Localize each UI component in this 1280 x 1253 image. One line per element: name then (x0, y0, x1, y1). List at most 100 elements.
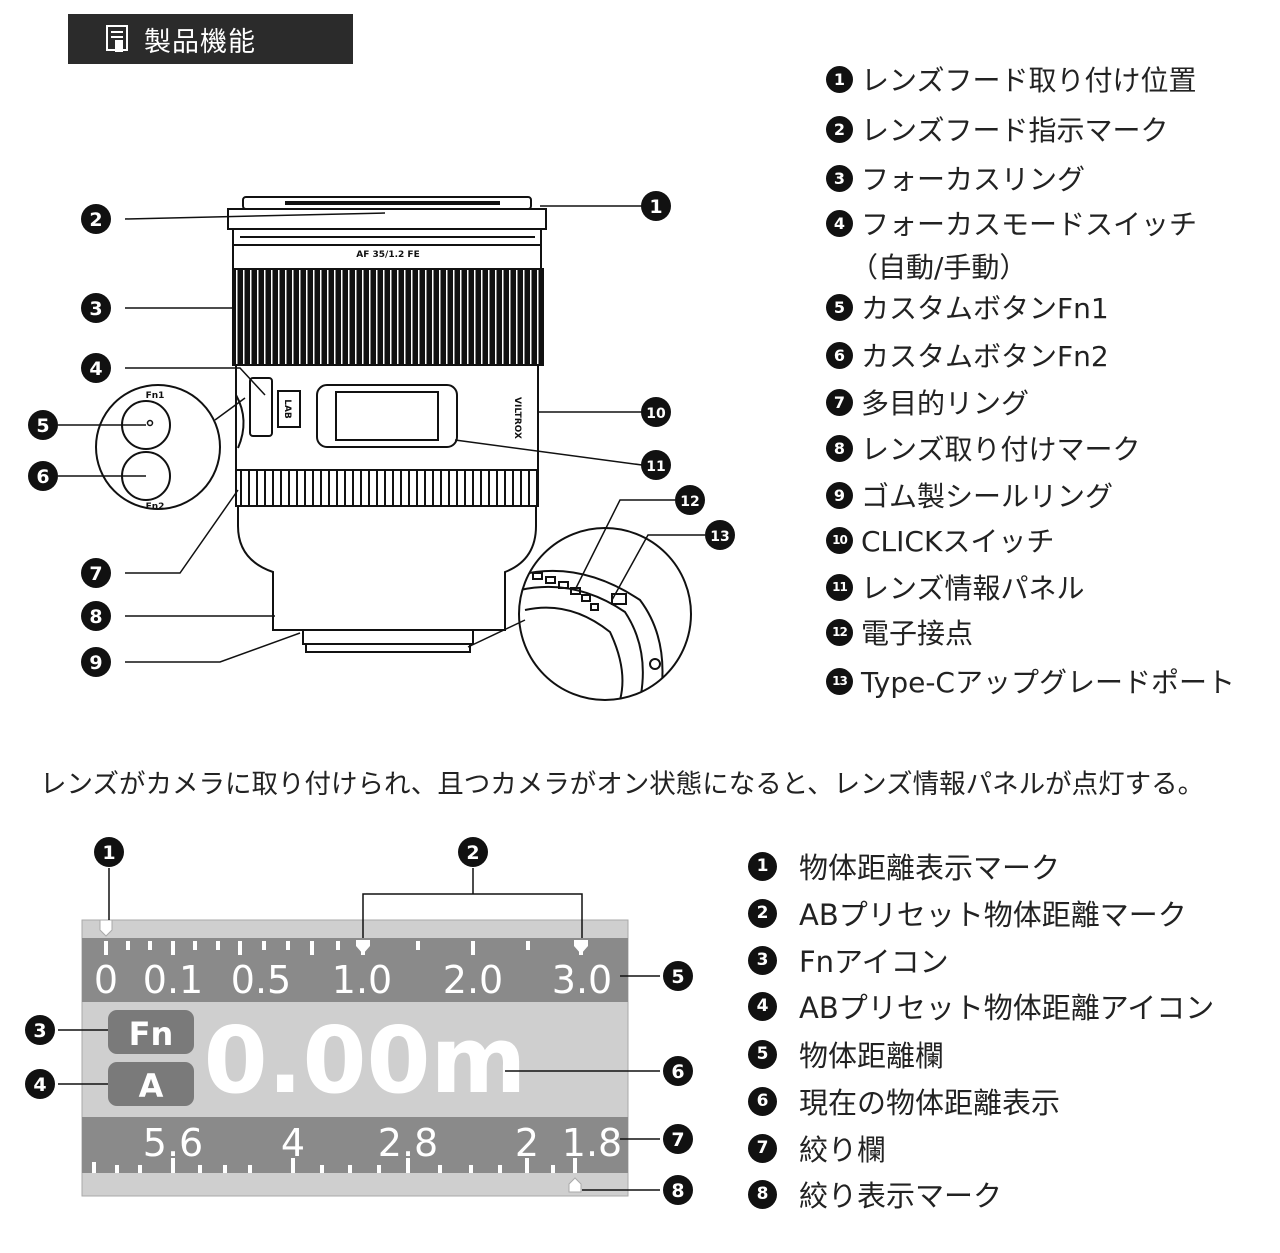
display-item-label: 絞り欄 (799, 1133, 887, 1167)
list-item: 12 電子接点 (826, 612, 973, 652)
part-label: カスタムボタンFn1 (861, 292, 1109, 325)
number-badge: 2 (748, 898, 777, 928)
distance-label: 1.0 (332, 958, 392, 1002)
ab-preset-icon: A (139, 1067, 164, 1105)
panel-badges: 1 2 3 4 5 6 7 8 (25, 837, 693, 1205)
panel-note: レンズがカメラに取り付けられ、且つカメラがオン状態になると、レンズ情報パネルが点… (40, 769, 1205, 800)
part-label: レンズフード取り付け位置 (861, 64, 1197, 97)
distance-scale: 0 0.1 0.5 1.0 2.0 3.0 (94, 958, 612, 1002)
part-label: フォーカスリング (861, 163, 1086, 196)
list-item: 9 ゴム製シールリング (826, 475, 1113, 515)
list-item: 5 カスタムボタンFn1 (826, 287, 1109, 327)
svg-text:7: 7 (671, 1129, 684, 1151)
lab-label: LAB (282, 399, 292, 419)
aperture-ticks (92, 1158, 577, 1173)
number-badge: 11 (826, 573, 853, 601)
part-label: CLICKスイッチ (861, 525, 1055, 558)
distance-label: 0.5 (231, 958, 291, 1002)
list-item: 10 CLICKスイッチ (826, 520, 1054, 560)
distance-label: 3.0 (552, 958, 612, 1002)
document-icon (106, 25, 128, 52)
brand-label: VILTROX (512, 397, 522, 439)
svg-text:7: 7 (89, 563, 102, 585)
section-title: 製品機能 (144, 26, 256, 58)
part-label: 電子接点 (861, 617, 974, 650)
diagram-badges: 1 2 3 4 5 6 7 8 9 10 11 12 13 (28, 191, 735, 677)
svg-text:13: 13 (710, 529, 729, 545)
number-badge: 1 (748, 851, 777, 881)
list-item: 11 レンズ情報パネル (826, 567, 1084, 607)
svg-text:6: 6 (36, 466, 49, 488)
distance-label: 0.1 (143, 958, 203, 1002)
ab-preset-marks (356, 940, 588, 954)
svg-text:5: 5 (671, 966, 684, 988)
svg-text:3: 3 (33, 1020, 46, 1042)
svg-text:12: 12 (680, 494, 699, 510)
display-item-label: 絞り表示マーク (799, 1179, 1003, 1213)
part-label: レンズ情報パネル (861, 572, 1085, 605)
svg-text:3: 3 (89, 298, 102, 320)
list-item: 8 レンズ取り付けマーク (826, 428, 1140, 468)
number-badge: 3 (748, 945, 777, 975)
svg-text:10: 10 (646, 406, 666, 422)
number-badge: 4 (748, 991, 777, 1021)
display-item-label: ABプリセット物体距離アイコン (799, 991, 1215, 1025)
part-label: フォーカスモードスイッチ (861, 208, 1198, 241)
aperture-label: 1.8 (562, 1121, 622, 1165)
fn-button-callout (95, 384, 246, 510)
number-badge: 9 (826, 481, 853, 509)
number-badge: 2 (826, 115, 853, 143)
number-badge: 13 (826, 667, 853, 695)
svg-text:5: 5 (36, 415, 49, 437)
svg-text:2: 2 (89, 209, 102, 231)
number-badge: 1 (826, 65, 853, 93)
list-item: 3 Fnアイコン (748, 939, 949, 981)
panel-leader-lines (58, 868, 660, 1191)
lens-body (227, 196, 547, 653)
part-label: Type-Cアップグレードポート (861, 666, 1235, 699)
distance-label: 2.0 (443, 958, 503, 1002)
svg-text:8: 8 (89, 606, 102, 628)
number-badge: 5 (826, 293, 853, 321)
part-label: レンズ取り付けマーク (861, 433, 1141, 466)
aperture-label: 2 (515, 1121, 539, 1165)
list-item: 7 絞り欄 (748, 1127, 886, 1169)
section-header: 製品機能 (68, 14, 353, 64)
number-badge: 6 (748, 1086, 777, 1116)
aperture-indicator (568, 1177, 582, 1193)
aperture-label: 4 (281, 1121, 305, 1165)
list-item: 4 フォーカスモードスイッチ (826, 203, 1197, 243)
lens-model-label: AF 35/1.2 FE (356, 250, 419, 260)
display-item-label: 物体距離欄 (799, 1039, 945, 1073)
list-item: 5 物体距離欄 (748, 1033, 944, 1075)
svg-text:2: 2 (466, 842, 479, 864)
number-badge: 5 (748, 1039, 777, 1069)
number-badge: 10 (826, 526, 853, 554)
list-item: 13 Type-Cアップグレードポート (826, 661, 1235, 701)
list-item: 2 レンズフード指示マーク (826, 109, 1168, 149)
number-badge: 8 (826, 434, 853, 462)
svg-text:11: 11 (646, 459, 665, 475)
number-badge: 6 (826, 341, 853, 369)
part-label: 多目的リング (861, 387, 1030, 420)
list-item: 4 ABプリセット物体距離アイコン (748, 985, 1214, 1027)
part-label: レンズフード指示マーク (861, 114, 1169, 147)
number-badge: 12 (826, 618, 853, 646)
display-item-label: ABプリセット物体距離マーク (799, 898, 1187, 932)
aperture-scale: 5.6 4 2.8 2 1.8 (143, 1121, 622, 1165)
fn1-label: Fn1 (146, 391, 165, 401)
number-badge: 4 (826, 209, 853, 237)
number-badge: 7 (748, 1133, 777, 1163)
display-item-label: Fnアイコン (799, 945, 949, 979)
part-label: ゴム製シールリング (861, 480, 1114, 513)
list-item: 2 ABプリセット物体距離マーク (748, 892, 1187, 934)
fn2-label: Fn2 (146, 502, 165, 512)
list-item: 1 レンズフード取り付け位置 (826, 59, 1196, 99)
svg-text:1: 1 (102, 842, 115, 864)
